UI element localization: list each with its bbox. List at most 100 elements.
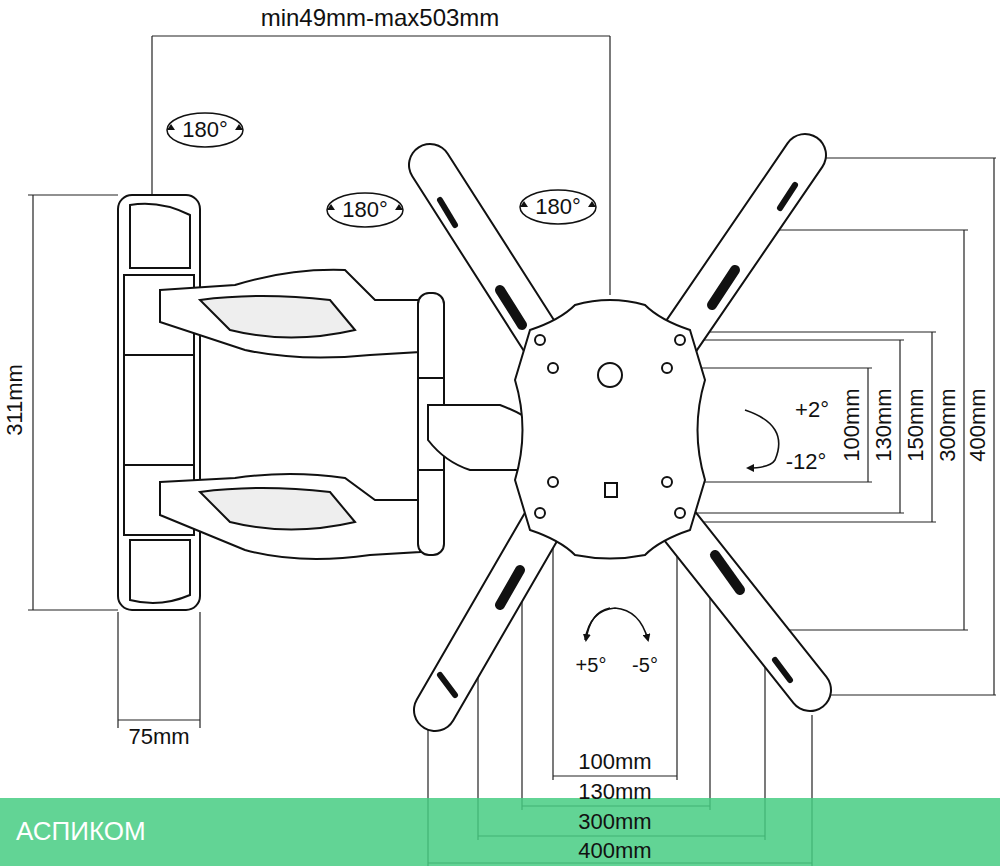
arm-cover <box>200 488 355 530</box>
extension-line <box>151 36 152 195</box>
bracket-arm <box>675 155 805 345</box>
center-plate <box>515 300 705 559</box>
overall-dimension: min49mm-max503mm <box>261 6 500 30</box>
bracket-arm <box>435 520 545 710</box>
rotation-ellipse: 180° <box>165 111 245 149</box>
arm-cover <box>200 296 355 338</box>
slot <box>780 185 795 208</box>
rotation-ellipse: 180° <box>325 191 405 229</box>
tilt-angle: +2° <box>795 399 829 421</box>
tilt-arc <box>745 410 779 468</box>
plate-body <box>118 195 200 610</box>
rotation-arrow <box>520 201 528 207</box>
dim-line <box>32 195 33 610</box>
tilt-arrows <box>585 410 779 640</box>
bracket-outline <box>430 155 810 710</box>
dimension: 130mm <box>578 781 651 803</box>
hole <box>662 477 672 487</box>
plate-cap <box>130 204 190 268</box>
extension-line <box>775 629 968 630</box>
dimension: 300mm <box>937 388 959 461</box>
extension-line <box>775 229 968 230</box>
extension-line <box>552 520 553 780</box>
bracket-arm <box>675 520 810 690</box>
rotation-arrow <box>327 204 335 210</box>
extension-line <box>690 481 872 482</box>
ellipse-shape <box>520 190 596 224</box>
rotation-arrow <box>588 201 596 207</box>
hole <box>662 363 672 373</box>
hole <box>675 508 685 518</box>
bracket-fill <box>430 155 810 710</box>
swivel-angle: +5° <box>576 655 607 675</box>
hole <box>675 335 685 345</box>
extension-line <box>690 512 904 513</box>
hole <box>535 335 545 345</box>
bracket-arm <box>675 520 810 690</box>
bracket-slots <box>440 185 795 695</box>
bracket-arm <box>435 520 545 710</box>
swivel-arc <box>586 608 610 640</box>
slot <box>500 290 522 325</box>
swing-arms <box>160 270 545 559</box>
tilt-angle: -12° <box>786 451 827 473</box>
swivel-angle: -5° <box>632 655 658 675</box>
extension-line <box>28 609 118 610</box>
extension-line <box>690 367 872 368</box>
slot <box>775 660 790 680</box>
dim-line <box>899 340 900 513</box>
hole <box>535 508 545 518</box>
extension-line <box>700 331 936 332</box>
dimension: 100mm <box>578 751 651 773</box>
dimension: 311mm <box>4 364 26 436</box>
dim-line <box>931 332 932 522</box>
rotation-arrow <box>235 124 243 130</box>
wall-plate <box>118 195 200 610</box>
level-lock <box>605 483 617 497</box>
slot <box>715 555 740 590</box>
extension-line <box>117 612 118 728</box>
ellipse-shape <box>327 193 403 227</box>
pole-ring <box>418 469 444 471</box>
angle-label: 180° <box>182 119 228 141</box>
slot <box>500 570 520 605</box>
dim-line <box>867 368 868 482</box>
dimension: 75mm <box>128 726 189 748</box>
vesa-bracket <box>430 155 810 710</box>
swivel-arc <box>585 608 648 640</box>
lower-arm <box>160 474 420 559</box>
dimension: 100mm <box>841 388 863 461</box>
mount-holes <box>535 335 685 518</box>
dimension: 150mm <box>905 388 927 461</box>
watermark-band: АСПИКОМ <box>0 798 1000 866</box>
hole <box>548 477 558 487</box>
bracket-arm <box>675 155 805 345</box>
extension-line <box>700 521 936 522</box>
dimension-lines <box>28 36 996 866</box>
extension-line <box>609 36 610 295</box>
plate-cap <box>130 540 190 603</box>
dimension: 400mm <box>967 388 989 461</box>
extension-line <box>28 194 118 195</box>
slot <box>440 200 455 225</box>
bracket-arm <box>430 165 545 345</box>
extension-line <box>690 339 904 340</box>
dim-line <box>118 719 200 720</box>
upper-arm <box>160 270 420 358</box>
slot <box>712 270 735 305</box>
extension-line <box>199 612 200 728</box>
watermark-text: АСПИКОМ <box>16 818 146 844</box>
dim-line <box>963 230 964 630</box>
center-hole <box>598 363 622 387</box>
dim-line <box>553 775 677 776</box>
bracket-arm <box>430 165 545 345</box>
dim-line <box>152 35 610 36</box>
extension-line <box>676 520 677 780</box>
extension-line <box>825 157 996 158</box>
hole <box>548 363 558 373</box>
rotation-ellipse: 180° <box>518 188 598 226</box>
dimension: 130mm <box>873 388 895 461</box>
dimension: 400mm <box>578 840 651 862</box>
dim-line <box>993 158 994 695</box>
pole-ring <box>418 377 444 379</box>
